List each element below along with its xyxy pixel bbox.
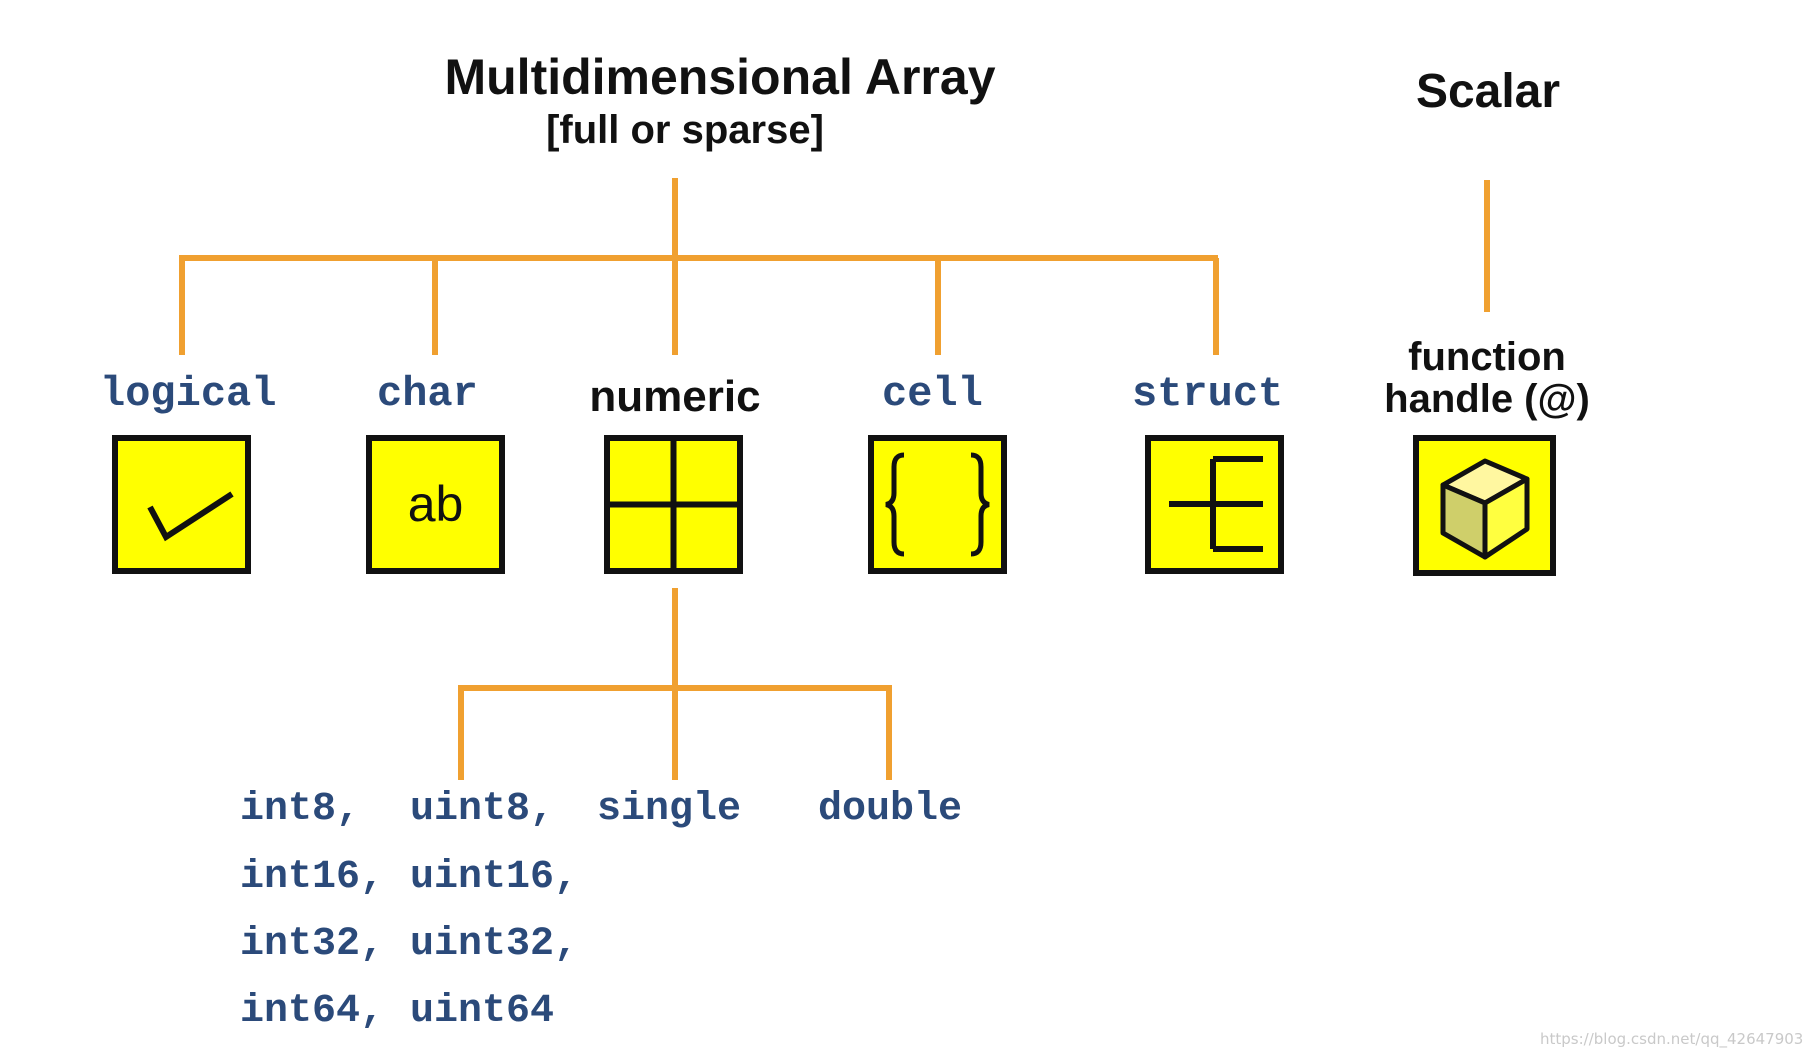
scalar-title: Scalar	[1415, 65, 1561, 118]
type-label-numeric: numeric	[589, 372, 761, 421]
type-label-logical: logical	[100, 370, 277, 418]
type-label-char: char	[377, 370, 478, 418]
subtype-uint8: uint8,	[410, 787, 555, 832]
function-handle-line2: handle (@)	[1384, 377, 1590, 421]
numeric-box	[604, 435, 743, 574]
checkmark-icon	[147, 491, 234, 542]
subtype-uint64: uint64	[410, 989, 555, 1034]
cell-box	[868, 435, 1007, 574]
subtype-int8: int8,	[240, 787, 361, 832]
char-box: ab	[366, 435, 505, 574]
subtype-int64: int64,	[240, 989, 385, 1034]
cube-icon	[1440, 458, 1530, 560]
struct-fields-icon	[1169, 456, 1263, 552]
subtype-uint16: uint16,	[410, 855, 579, 900]
type-label-function-handle: function handle (@)	[1362, 336, 1612, 420]
subtype-single: single	[597, 787, 742, 832]
subtype-double: double	[818, 787, 963, 832]
grid-icon	[610, 441, 737, 568]
function-handle-line1: function	[1408, 335, 1566, 379]
watermark: https://blog.csdn.net/qq_42647903	[1540, 1030, 1803, 1048]
subtype-int32: int32,	[240, 922, 385, 967]
subtype-uint32: uint32,	[410, 922, 579, 967]
logical-box	[112, 435, 251, 574]
array-title: Multidimensional Array	[444, 49, 996, 105]
function-handle-box	[1413, 435, 1556, 576]
braces-icon	[885, 452, 990, 557]
struct-box	[1145, 435, 1284, 574]
type-label-struct: struct	[1132, 370, 1284, 418]
ab-text-icon: ab	[407, 476, 464, 532]
type-label-cell: cell	[882, 370, 983, 418]
array-subtitle: [full or sparse]	[546, 108, 824, 152]
subtype-int16: int16,	[240, 855, 385, 900]
